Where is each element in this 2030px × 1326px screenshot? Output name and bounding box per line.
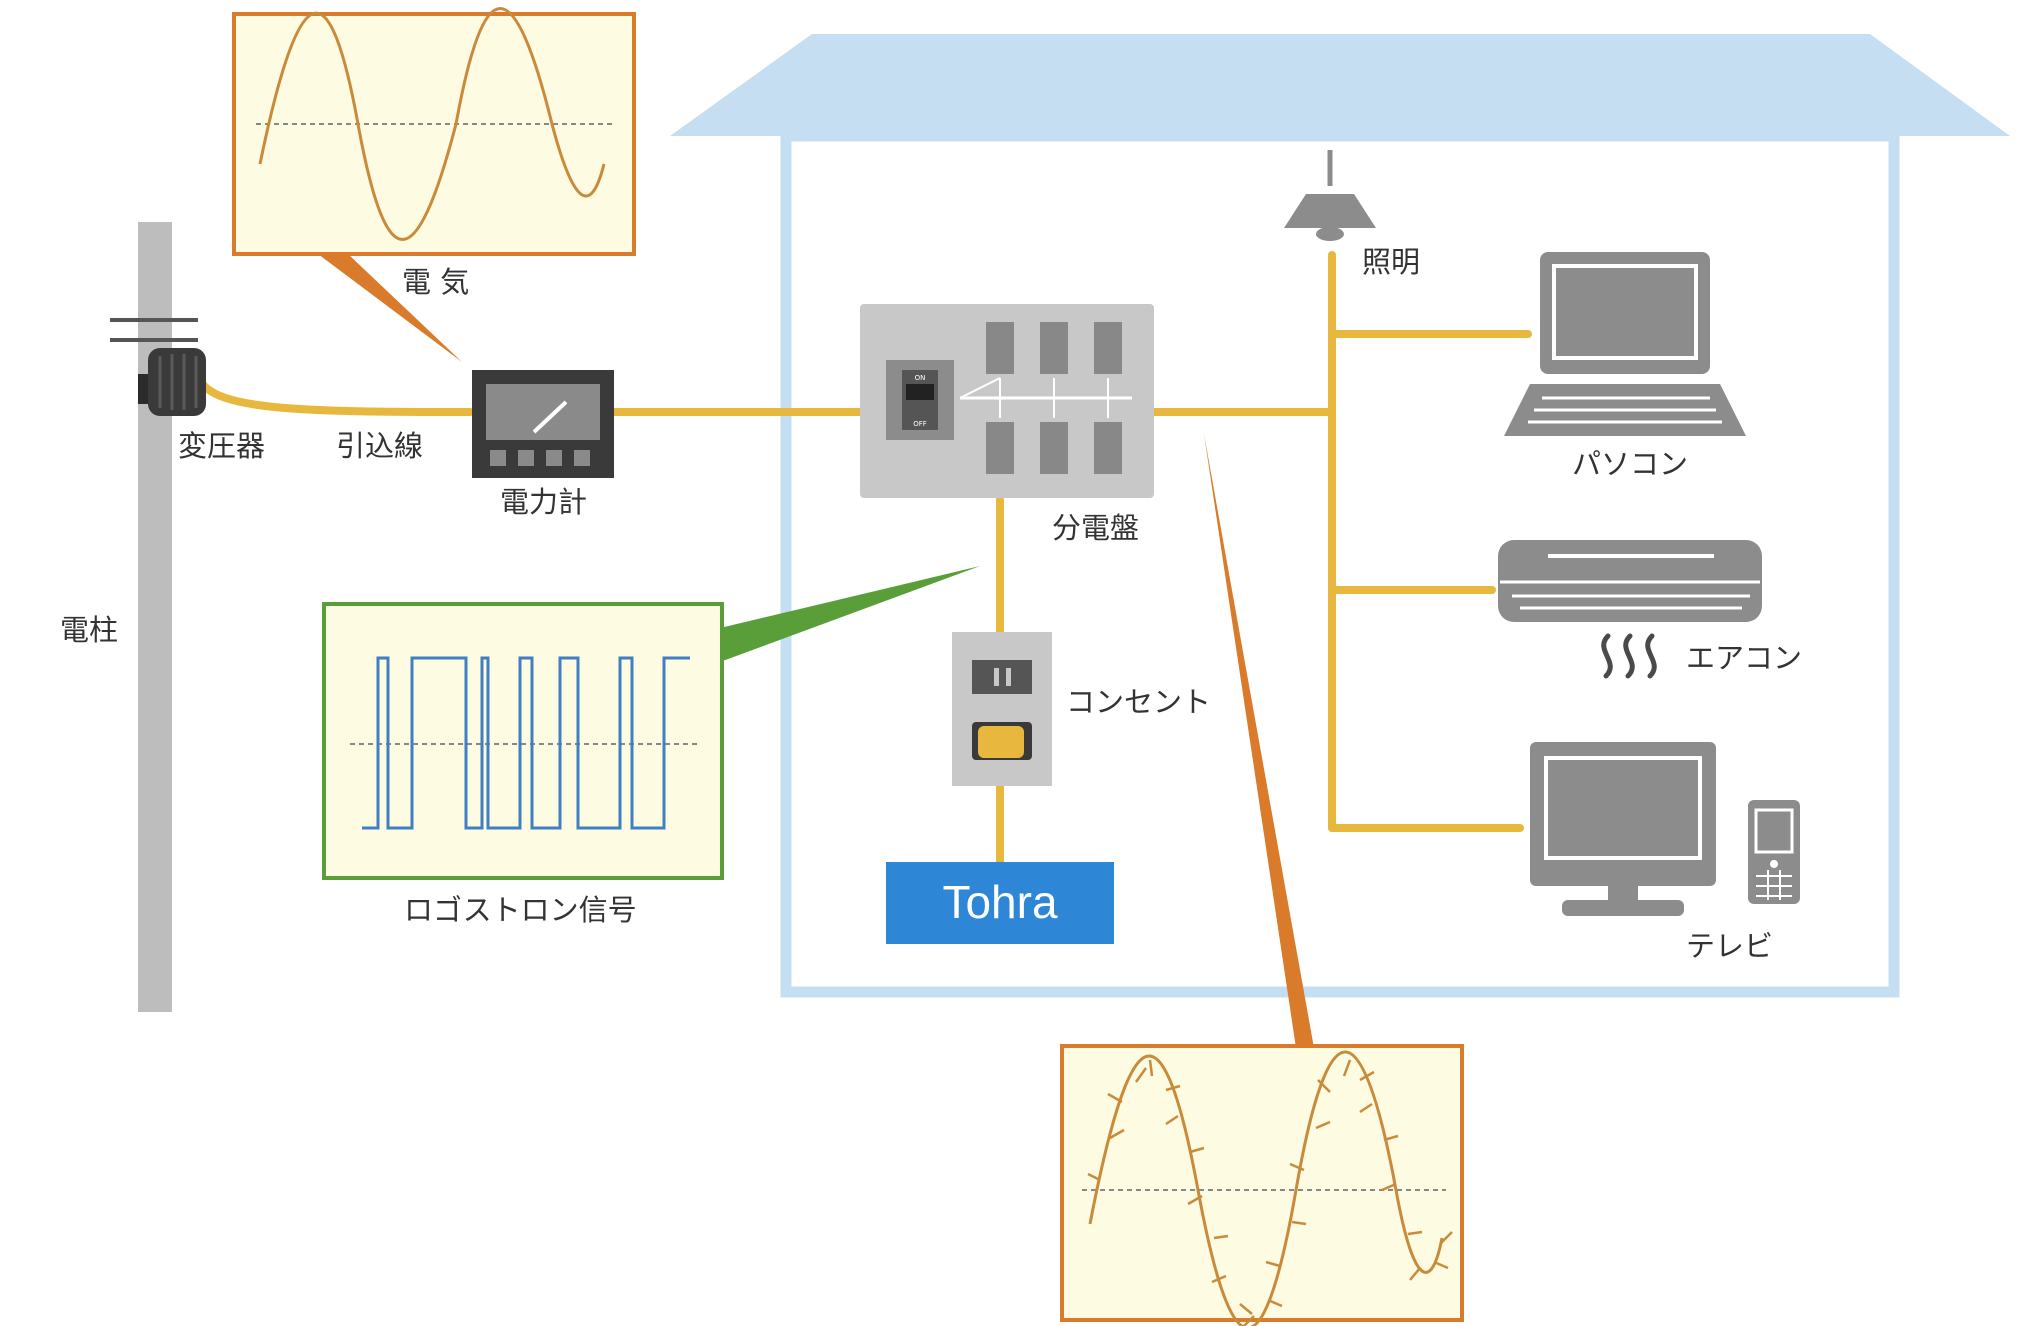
electric-meter-icon (472, 370, 614, 478)
heat-waves-icon (1601, 633, 1657, 679)
house-roof (670, 34, 2010, 136)
laptop-icon (1504, 252, 1746, 436)
outlet-label: コンセント (1066, 685, 1211, 719)
house (670, 34, 2010, 998)
noisy-electricity-callout (1060, 434, 1464, 1326)
electricity-label: 電 気 (402, 265, 469, 299)
diagram-labels: 電柱 変圧器 引込線 電力計 電 気 分電盤 コンセント ロゴストロン信号 照明… (60, 245, 1802, 963)
breaker-rows (959, 322, 1132, 474)
utility-pole-label: 電柱 (60, 613, 118, 647)
house-wall (780, 130, 1900, 998)
transformer-icon (138, 348, 206, 416)
transformer-label: 変圧器 (178, 429, 265, 463)
air-conditioner-icon (1498, 540, 1762, 622)
logostron-square-wave (362, 656, 690, 830)
electricity-sine-wave (258, 7, 606, 241)
television-icon (1530, 742, 1716, 916)
breaker-panel-icon: ON OFF (860, 304, 1154, 498)
service-wire-line (196, 376, 474, 416)
tohra-device-label: Tohra (942, 876, 1057, 928)
distribution-board-label: 分電盤 (1052, 511, 1139, 545)
noisy-sine-wave (1088, 1050, 1444, 1326)
ceiling-lamp-icon (1284, 150, 1376, 241)
noise-spikes (1087, 1059, 1453, 1326)
signal-callout-pointer (720, 566, 980, 662)
logostron-signal-label: ロゴストロン信号 (404, 893, 637, 927)
lighting-label: 照明 (1362, 245, 1420, 279)
tv-label: テレビ (1686, 929, 1773, 963)
electric-meter-label: 電力計 (500, 485, 587, 519)
utility-pole-icon (110, 222, 198, 1012)
mobile-phone-icon (1748, 800, 1800, 904)
switch-off-label: OFF (913, 420, 927, 428)
service-wire-label: 引込線 (336, 429, 423, 463)
electricity-callout-pointer (318, 254, 462, 362)
noisy-callout-pointer (1204, 434, 1314, 1048)
pc-label: パソコン (1572, 447, 1688, 481)
switch-on-label: ON (915, 374, 926, 382)
electricity-waveform-callout (232, 7, 636, 362)
power-outlet-icon (952, 632, 1052, 786)
tohra-device: Tohra (886, 862, 1114, 944)
logostron-signal-callout (322, 566, 980, 880)
air-conditioner-label: エアコン (1686, 641, 1802, 675)
